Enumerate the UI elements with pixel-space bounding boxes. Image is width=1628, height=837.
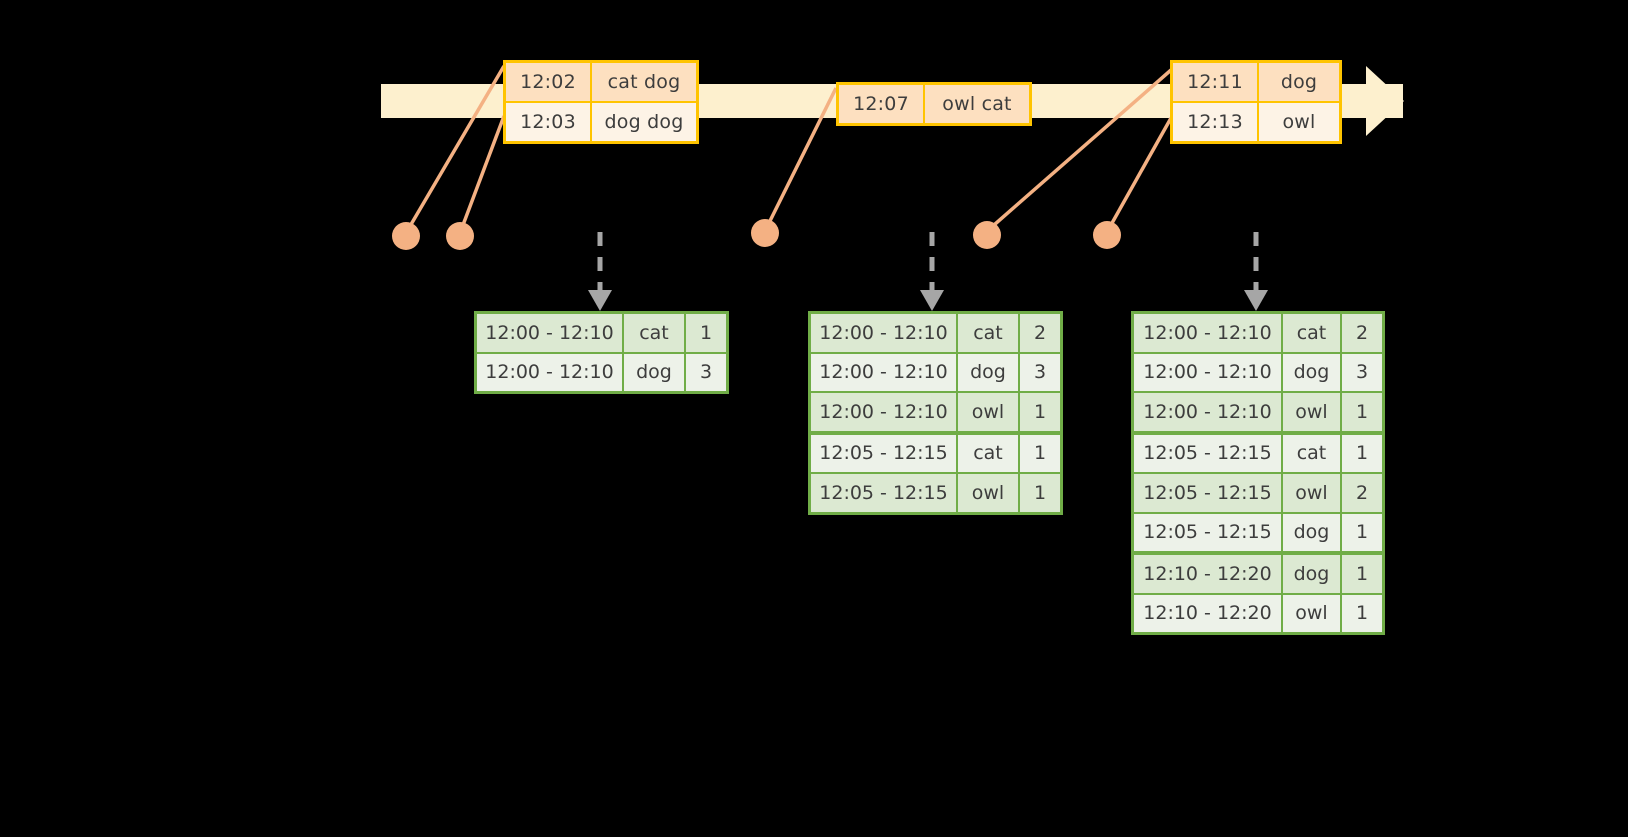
cell-word: cat — [1283, 434, 1342, 472]
table-row[interactable]: 12:05 - 12:15 owl 1 — [811, 472, 1060, 512]
event-dot-1 — [392, 222, 420, 250]
dashed-arrow-head-1 — [588, 290, 612, 311]
cell-count: 1 — [1020, 434, 1060, 472]
events-group-1[interactable]: 12:02 cat dog 12:03 dog dog — [503, 60, 699, 144]
cell-window: 12:05 - 12:15 — [1134, 513, 1283, 551]
dashed-arrow-head-2 — [920, 290, 944, 311]
cell-window: 12:00 - 12:10 — [477, 314, 624, 352]
cell-count: 2 — [1342, 474, 1382, 512]
cell-window: 12:05 - 12:15 — [1134, 434, 1283, 472]
cell-word: cat — [1283, 314, 1342, 352]
cell-count: 1 — [1342, 555, 1382, 593]
dashed-arrow-head-3 — [1244, 290, 1268, 311]
cell-word: owl — [1283, 594, 1342, 632]
cell-count: 3 — [1020, 353, 1060, 391]
cell-window: 12:10 - 12:20 — [1134, 594, 1283, 632]
cell-window: 12:00 - 12:10 — [1134, 393, 1283, 431]
table-row[interactable]: 12:10 - 12:20 owl 1 — [1134, 592, 1382, 632]
event-row[interactable]: 12:02 cat dog — [506, 63, 696, 101]
cell-count: 1 — [1342, 393, 1382, 431]
cell-count: 1 — [1020, 474, 1060, 512]
table-row[interactable]: 12:05 - 12:15 cat 1 — [1134, 430, 1382, 472]
event-words: dog — [1259, 63, 1339, 101]
event-time: 12:13 — [1173, 103, 1259, 141]
cell-word: dog — [958, 353, 1020, 391]
cell-window: 12:00 - 12:10 — [1134, 353, 1283, 391]
cell-word: dog — [1283, 353, 1342, 391]
cell-word: cat — [958, 314, 1020, 352]
table-row[interactable]: 12:05 - 12:15 owl 2 — [1134, 472, 1382, 512]
connector-line-3 — [763, 87, 838, 232]
cell-window: 12:00 - 12:10 — [811, 314, 958, 352]
table-row[interactable]: 12:00 - 12:10 dog 3 — [811, 351, 1060, 391]
cell-count: 2 — [1342, 314, 1382, 352]
table-row[interactable]: 12:00 - 12:10 cat 1 — [477, 314, 726, 352]
event-dot-2 — [446, 222, 474, 250]
connector-line-5 — [1105, 117, 1173, 233]
cell-word: owl — [1283, 393, 1342, 431]
table-row[interactable]: 12:00 - 12:10 dog 3 — [477, 351, 726, 391]
cell-window: 12:05 - 12:15 — [811, 434, 958, 472]
cell-count: 1 — [1342, 434, 1382, 472]
event-time: 12:02 — [506, 63, 592, 101]
table-row[interactable]: 12:00 - 12:10 owl 1 — [1134, 391, 1382, 431]
cell-count: 1 — [1342, 513, 1382, 551]
cell-window: 12:05 - 12:15 — [1134, 474, 1283, 512]
cell-window: 12:00 - 12:10 — [1134, 314, 1283, 352]
cell-window: 12:00 - 12:10 — [811, 353, 958, 391]
event-row[interactable]: 12:07 owl cat — [839, 85, 1029, 123]
result-table-3[interactable]: 12:00 - 12:10 cat 2 12:00 - 12:10 dog 3 … — [1131, 311, 1385, 635]
table-row[interactable]: 12:05 - 12:15 cat 1 — [811, 430, 1060, 472]
result-table-1[interactable]: 12:00 - 12:10 cat 1 12:00 - 12:10 dog 3 — [474, 311, 729, 394]
connector-line-2 — [458, 115, 506, 234]
table-row[interactable]: 12:00 - 12:10 cat 2 — [811, 314, 1060, 352]
events-group-2[interactable]: 12:07 owl cat — [836, 82, 1032, 126]
event-dot-3 — [751, 219, 779, 247]
cell-count: 2 — [1020, 314, 1060, 352]
table-row[interactable]: 12:00 - 12:10 dog 3 — [1134, 351, 1382, 391]
cell-word: cat — [624, 314, 686, 352]
event-words: dog dog — [592, 103, 696, 141]
result-table-2[interactable]: 12:00 - 12:10 cat 2 12:00 - 12:10 dog 3 … — [808, 311, 1063, 515]
table-row[interactable]: 12:00 - 12:10 owl 1 — [811, 391, 1060, 431]
events-group-3[interactable]: 12:11 dog 12:13 owl — [1170, 60, 1342, 144]
cell-word: owl — [958, 474, 1020, 512]
cell-count: 3 — [1342, 353, 1382, 391]
event-row[interactable]: 12:03 dog dog — [506, 101, 696, 141]
event-dots — [392, 219, 1121, 250]
event-words: owl cat — [925, 85, 1029, 123]
cell-window: 12:00 - 12:10 — [811, 393, 958, 431]
event-words: owl — [1259, 103, 1339, 141]
event-dot-4 — [973, 221, 1001, 249]
cell-window: 12:05 - 12:15 — [811, 474, 958, 512]
event-row[interactable]: 12:13 owl — [1173, 101, 1339, 141]
cell-word: owl — [958, 393, 1020, 431]
table-row[interactable]: 12:10 - 12:20 dog 1 — [1134, 551, 1382, 593]
cell-count: 1 — [686, 314, 726, 352]
connector-line-1 — [404, 65, 506, 234]
cell-word: cat — [958, 434, 1020, 472]
event-words: cat dog — [592, 63, 696, 101]
cell-count: 3 — [686, 353, 726, 391]
cell-word: dog — [1283, 555, 1342, 593]
cell-window: 12:10 - 12:20 — [1134, 555, 1283, 593]
cell-count: 1 — [1020, 393, 1060, 431]
event-dot-5 — [1093, 221, 1121, 249]
event-time: 12:03 — [506, 103, 592, 141]
dashed-arrows — [597, 232, 1259, 292]
cell-count: 1 — [1342, 594, 1382, 632]
cell-word: owl — [1283, 474, 1342, 512]
event-time: 12:11 — [1173, 63, 1259, 101]
table-row[interactable]: 12:05 - 12:15 dog 1 — [1134, 511, 1382, 551]
event-time: 12:07 — [839, 85, 925, 123]
cell-word: dog — [1283, 513, 1342, 551]
table-row[interactable]: 12:00 - 12:10 cat 2 — [1134, 314, 1382, 352]
cell-window: 12:00 - 12:10 — [477, 353, 624, 391]
event-row[interactable]: 12:11 dog — [1173, 63, 1339, 101]
dashed-arrow-heads — [588, 290, 1268, 311]
cell-word: dog — [624, 353, 686, 391]
